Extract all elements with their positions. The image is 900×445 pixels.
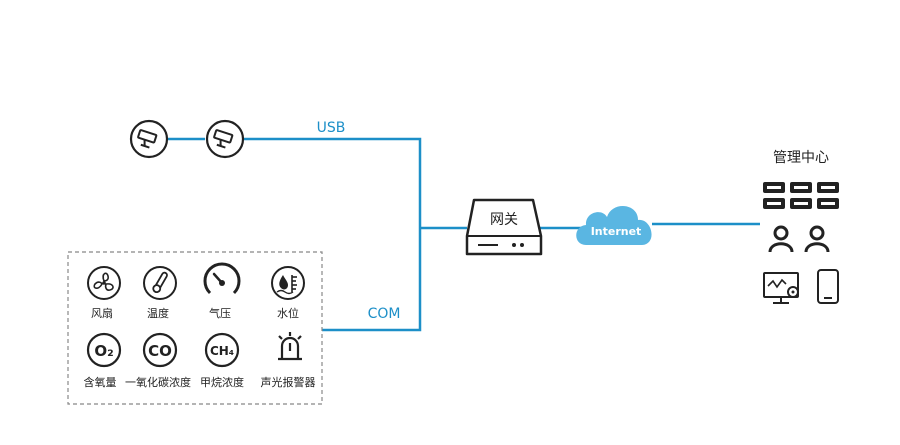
alarm-light-icon — [278, 332, 302, 361]
cloud-icon — [576, 206, 652, 245]
connection-lines — [168, 137, 760, 332]
water-level-icon — [271, 266, 305, 300]
mobile-phone-icon — [817, 269, 839, 304]
sensor-pressure — [203, 262, 241, 295]
sensor-label-temperature: 温度 — [147, 306, 169, 320]
sensor-label-fan: 风扇 — [91, 306, 113, 320]
camera-icon — [129, 119, 169, 159]
methane-glyph: CH₄ — [210, 344, 234, 358]
oxygen-icon: O₂ — [86, 332, 122, 368]
internet-cloud: Internet — [576, 206, 652, 245]
users-icon — [768, 225, 830, 253]
com-label: COM — [368, 306, 401, 322]
camera-1 — [129, 119, 169, 159]
monitor-settings-icon — [763, 272, 799, 304]
oxygen-glyph: O₂ — [94, 342, 113, 360]
sensor-label-oxygen: 含氧量 — [84, 375, 117, 389]
usb-line — [244, 137, 422, 332]
sensor-label-alarm: 声光报警器 — [261, 375, 316, 389]
carbon-monoxide-glyph: CO — [148, 342, 172, 360]
thermometer-icon — [143, 266, 177, 300]
sensor-oxygen: O₂ — [86, 332, 122, 368]
usb-label: USB — [317, 120, 346, 136]
internet-label: Internet — [591, 225, 642, 238]
camera-icon — [205, 119, 245, 159]
sensor-carbon-monoxide: CO — [142, 332, 178, 368]
sensor-label-pressure: 气压 — [209, 306, 231, 320]
methane-icon: CH₄ — [204, 332, 240, 368]
sensor-methane: CH₄ — [204, 332, 240, 368]
sensor-label-carbon-monoxide: 一氧化碳浓度 — [125, 375, 191, 389]
sensor-fan — [87, 266, 121, 300]
management-grid-icon — [763, 182, 839, 209]
sensor-water-level — [271, 266, 305, 300]
gateway-device: 网关 — [465, 198, 543, 256]
fan-icon — [87, 266, 121, 300]
pressure-gauge-icon — [203, 262, 241, 295]
sensor-label-water-level: 水位 — [277, 306, 299, 320]
sensor-panel — [67, 251, 323, 405]
carbon-monoxide-icon: CO — [142, 332, 178, 368]
sensor-label-methane: 甲烷浓度 — [200, 375, 244, 389]
sensor-temperature — [143, 266, 177, 300]
management-title: 管理中心 — [773, 150, 829, 166]
sensor-alarm — [278, 332, 302, 361]
camera-2 — [205, 119, 245, 159]
gateway-label: 网关 — [490, 212, 518, 228]
